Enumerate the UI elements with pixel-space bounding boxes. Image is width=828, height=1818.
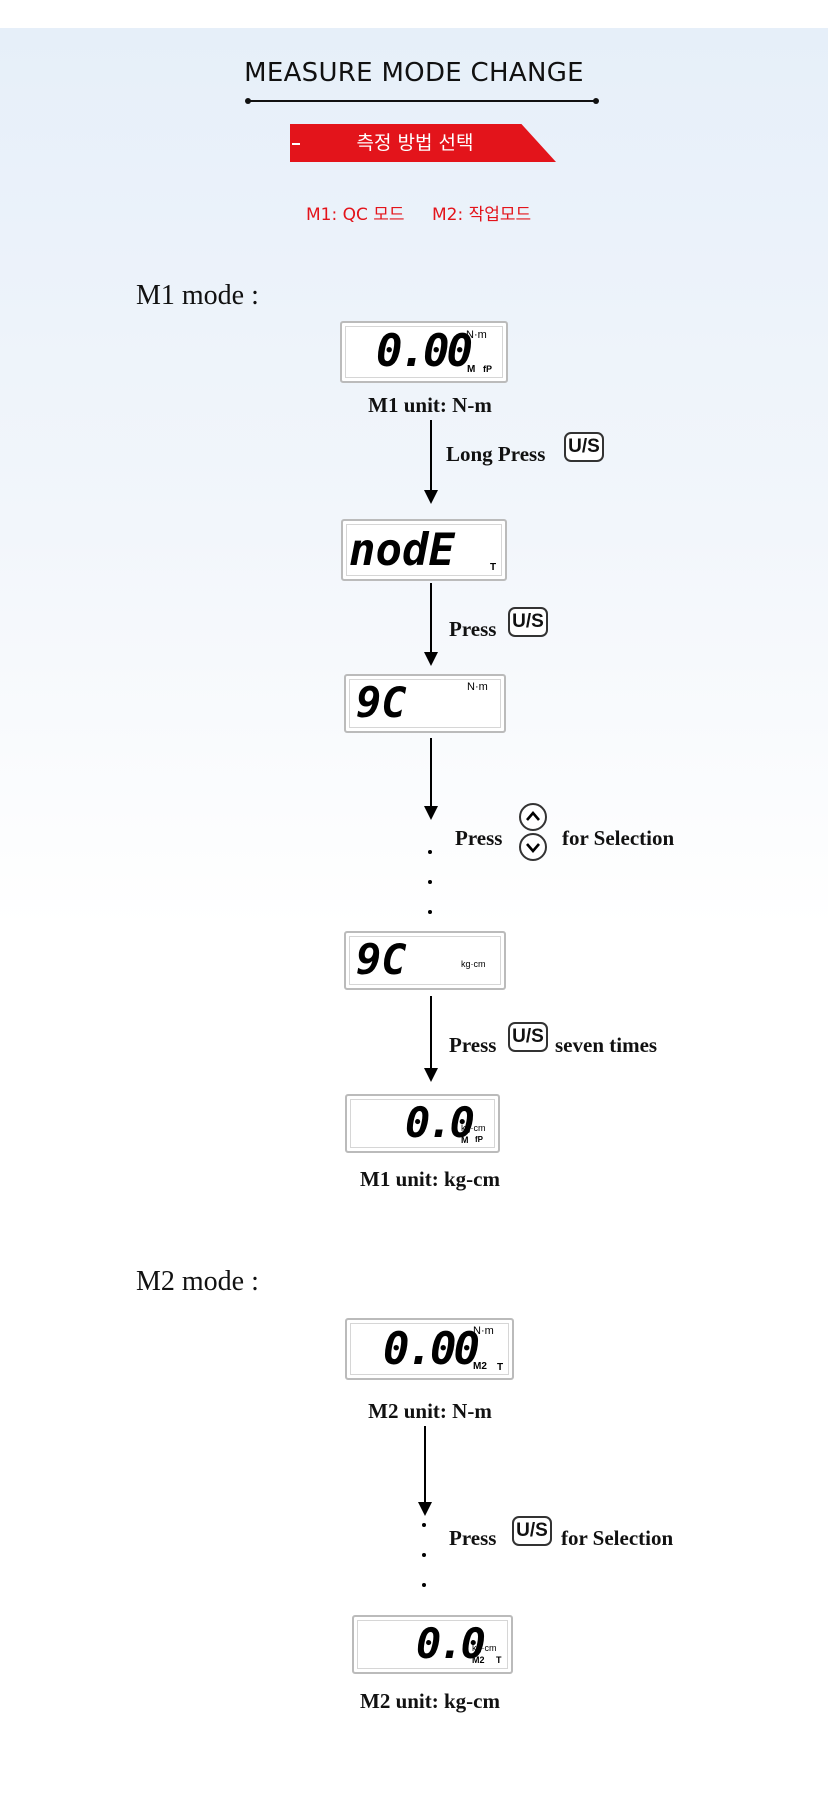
down-arrow-button-icon [519,833,547,861]
step-label: Press [449,617,497,641]
m2-caption-nm: M2 unit: N-m [368,1399,492,1423]
flow-arrow-line [430,583,432,654]
flow-arrow-line [430,420,432,492]
page-title: MEASURE MODE CHANGE [244,58,584,88]
down-arrow-icon [424,652,438,666]
m1-display-mode: nodE T [341,519,507,581]
m2-caption-kgcm: M2 unit: kg-cm [360,1689,500,1713]
flow-arrow-line [430,738,432,808]
display-peak-tag: fP [475,1135,483,1144]
m1-caption-nm: M1 unit: N-m [368,393,492,417]
m1-display-nm: 0.00 N·m M fP [340,321,508,383]
display-value: 9C [356,678,407,727]
flow-arrow-line [430,996,432,1070]
us-key-icon: U/S [508,1022,548,1052]
display-unit: kg·cm [461,1123,486,1133]
flow-arrow-line [424,1426,426,1506]
display-unit: N·m [473,1325,494,1337]
section-banner [290,124,556,162]
us-key-icon: U/S [564,432,604,462]
display-mode-tag: M [467,364,476,375]
step-label: Long Press [446,442,546,466]
display-unit: N·m [466,329,487,341]
up-arrow-button-icon [519,803,547,831]
display-mode-tag: T [490,562,497,573]
underline-dot-left [245,98,251,104]
banner-dash [292,143,300,145]
display-value: nodE [349,525,455,576]
down-arrow-icon [424,806,438,820]
continuation-dot [428,880,432,884]
display-value: 0.00 [383,1324,480,1375]
display-mode-tag: M2 [473,1361,487,1372]
continuation-dot [422,1583,426,1587]
display-unit: kg·cm [461,959,486,969]
page-background [0,28,828,1818]
step-label: Press [449,1526,497,1550]
m1-description: M1: QC 모드 [306,205,405,225]
banner-text: 측정 방법 선택 [356,132,474,154]
display-mode-tag: M2 [472,1655,485,1665]
continuation-dot [422,1553,426,1557]
display-value: 0.0 [416,1619,486,1668]
down-arrow-icon [418,1502,432,1516]
continuation-dot [428,850,432,854]
display-unit: kg·cm [472,1643,497,1653]
display-unit: N·m [467,681,488,693]
display-value: 0.0 [405,1098,475,1147]
display-mode-tag: M [461,1135,469,1145]
step-tail-label: for Selection [561,1526,674,1550]
step-label: Press [455,826,503,850]
display-t-tag: T [496,1655,502,1665]
m2-display-kgcm: 0.0 kg·cm M2 T [352,1615,513,1674]
continuation-dot [422,1523,426,1527]
display-peak-tag: fP [483,364,492,374]
m2-mode-label: M2 mode : [136,1266,259,1297]
us-key-icon: U/S [508,607,548,637]
m1-mode-label: M1 mode : [136,280,259,311]
step-tail-label: for Selection [562,826,675,850]
us-key-icon: U/S [512,1516,552,1546]
title-underline [248,100,596,102]
m2-display-nm: 0.00 N·m M2 T [345,1318,514,1380]
continuation-dot [428,910,432,914]
underline-dot-right [593,98,599,104]
m1-caption-kgcm: M1 unit: kg-cm [360,1167,500,1191]
step-label: Press [449,1033,497,1057]
step-tail-label: seven times [555,1033,658,1057]
display-value: 0.00 [376,326,473,377]
m1-display-qc-kgcm: 9C kg·cm [344,931,506,990]
m1-display-qc-nm: 9C N·m [344,674,506,733]
display-t-tag: T [497,1362,504,1373]
down-arrow-icon [424,490,438,504]
display-value: 9C [356,935,407,984]
m1-display-kgcm: 0.0 kg·cm M fP [345,1094,500,1153]
down-arrow-icon [424,1068,438,1082]
m2-description: M2: 작업모드 [432,205,532,225]
